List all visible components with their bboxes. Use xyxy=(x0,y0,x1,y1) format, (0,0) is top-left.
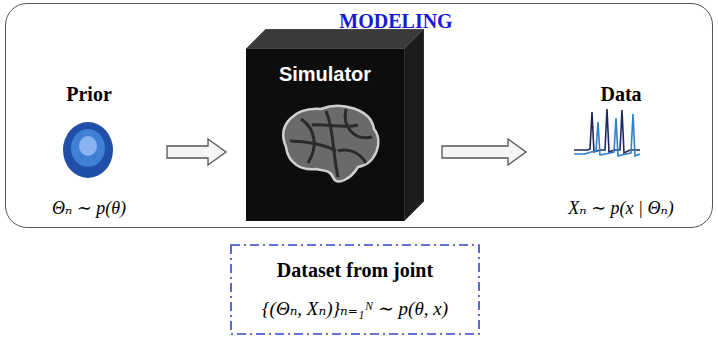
data-node: Data Xₙ ∼ p(x | Θₙ) xyxy=(546,83,696,219)
block-arrow xyxy=(167,139,226,165)
dataset-box: Dataset from joint {(Θₙ, Xₙ)}ₙ₌₁ᴺ ∼ p(θ, … xyxy=(230,244,480,335)
simulator-box: Simulator xyxy=(246,29,424,221)
brain-illustration xyxy=(283,106,378,181)
dataset-heading: Dataset from joint xyxy=(277,259,433,282)
dashdot-border xyxy=(230,244,480,335)
panel-title: MODELING xyxy=(339,10,452,33)
simulator-label: Simulator xyxy=(279,63,371,86)
node-heading: Data xyxy=(600,83,641,106)
spike-trace xyxy=(574,109,640,156)
dataset-formula: {(Θₙ, Xₙ)}ₙ₌₁ᴺ ∼ p(θ, x) xyxy=(262,297,448,320)
formula: Xₙ ∼ p(x | Θₙ) xyxy=(568,197,674,219)
node-heading: Prior xyxy=(66,83,112,106)
prior-node: Prior Θₙ ∼ p(θ) xyxy=(29,83,149,219)
simulator-cube xyxy=(246,29,424,221)
block-arrow xyxy=(442,139,526,165)
modeling-panel: Prior Θₙ ∼ p(θ) SimulatorData Xₙ ∼ p(x | Θₙ… xyxy=(5,3,713,228)
prior-icon xyxy=(63,122,113,178)
formula: Θₙ ∼ p(θ) xyxy=(52,197,126,219)
